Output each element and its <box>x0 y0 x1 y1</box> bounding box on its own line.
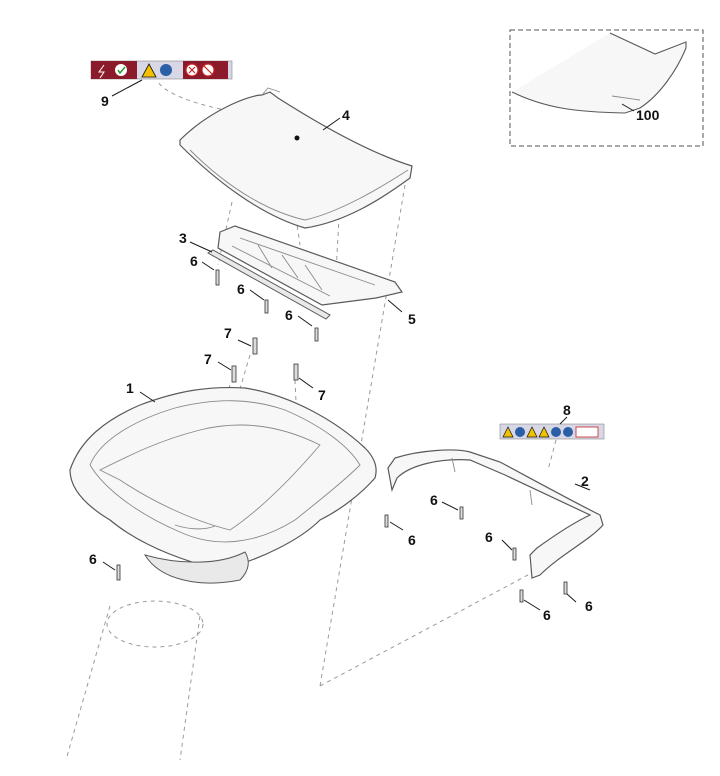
callout-1: 1 <box>126 380 134 396</box>
warning-triangle-icon <box>538 426 550 438</box>
decal-9 <box>90 60 233 80</box>
screw-6 <box>459 506 464 520</box>
callout-3: 3 <box>179 230 187 246</box>
screw-7 <box>231 365 237 383</box>
callout-6: 6 <box>430 492 438 508</box>
manual-read-icon <box>160 64 172 76</box>
mounting-plate <box>217 225 404 306</box>
screw-7 <box>252 337 258 355</box>
mandatory-blue-icon <box>563 427 573 437</box>
screw-7 <box>293 363 299 381</box>
screw-6 <box>215 269 220 286</box>
callout-4: 4 <box>342 107 350 123</box>
callout-7: 7 <box>224 325 232 341</box>
callout-6: 6 <box>485 529 493 545</box>
leader-lines <box>102 79 635 611</box>
screw-6 <box>264 299 269 314</box>
callout-9: 9 <box>101 93 109 109</box>
lightning-icon <box>98 64 105 79</box>
discharge-tube <box>106 600 204 648</box>
callout-6: 6 <box>543 607 551 623</box>
decal-8 <box>499 423 605 440</box>
callout-100: 100 <box>636 107 660 123</box>
screw-6 <box>314 327 319 342</box>
warning-triangle-icon <box>141 63 157 78</box>
callout-8: 8 <box>563 402 571 418</box>
callouts: 9 4 3 6 6 6 5 7 7 7 1 6 6 6 6 6 6 2 8 10… <box>89 93 660 623</box>
detail-inset <box>509 29 704 147</box>
warning-triangle-icon <box>526 426 538 438</box>
screw-6 <box>384 514 389 528</box>
callout-6: 6 <box>408 532 416 548</box>
pictogram-icon <box>575 426 599 438</box>
callout-7: 7 <box>318 387 326 403</box>
manual-read-icon <box>515 427 525 437</box>
screw-6 <box>116 564 121 581</box>
callout-6: 6 <box>190 253 198 269</box>
callout-6: 6 <box>237 281 245 297</box>
screws <box>116 269 568 603</box>
retaining-strip <box>207 249 331 320</box>
housing-funnel <box>69 386 377 584</box>
callout-5: 5 <box>408 311 416 327</box>
screw-6 <box>512 547 517 561</box>
callout-2: 2 <box>581 473 589 489</box>
side-shroud <box>387 449 604 579</box>
warning-triangle-icon <box>502 426 514 438</box>
screw-6 <box>519 589 524 603</box>
callout-6: 6 <box>585 598 593 614</box>
chute-cap-detail <box>511 32 687 114</box>
callout-6: 6 <box>285 307 293 323</box>
callout-6: 6 <box>89 551 97 567</box>
hood-cover <box>179 87 413 229</box>
screw-6 <box>563 581 568 595</box>
callout-7: 7 <box>204 351 212 367</box>
mandatory-blue-icon <box>551 427 561 437</box>
check-circle-icon <box>115 64 127 76</box>
